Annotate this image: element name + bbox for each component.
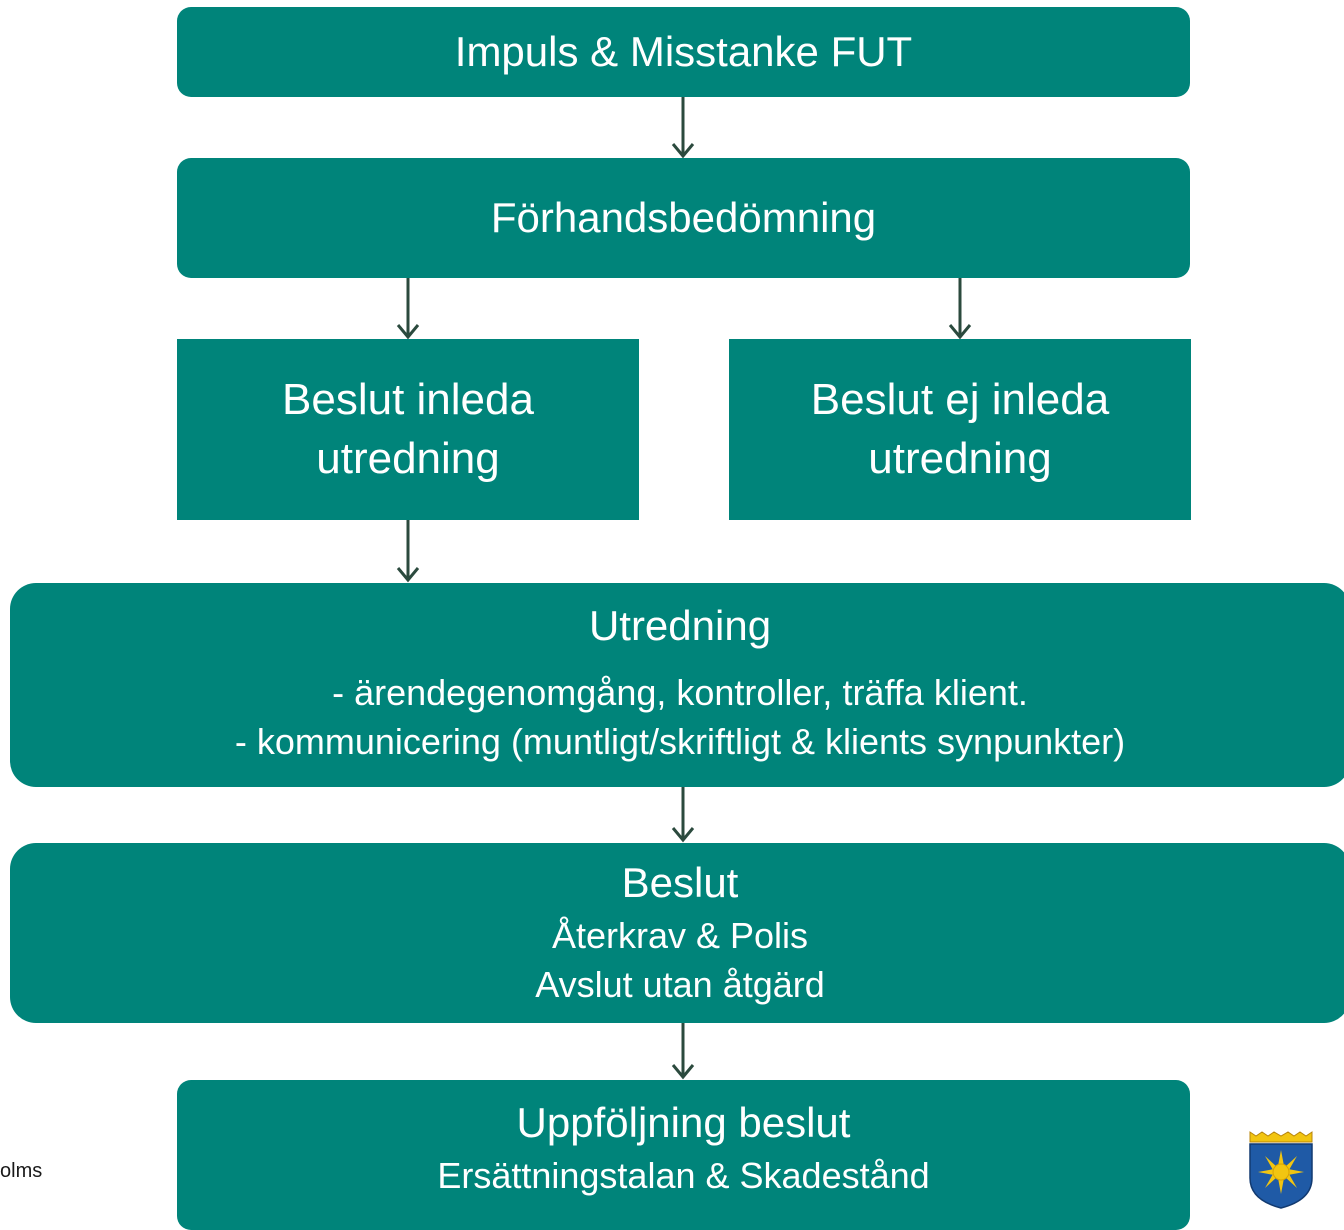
box-beslut-inleda-line2: utredning xyxy=(316,433,500,483)
box-beslut-inleda-line1: Beslut inleda xyxy=(282,375,534,425)
box-beslut-ej-inleda-line1: Beslut ej inleda xyxy=(810,375,1110,425)
box-beslut-line2: Avslut utan åtgärd xyxy=(535,964,825,1006)
box-forhandsbedomning-title: Förhandsbedömning xyxy=(490,193,877,241)
box-utredning: Utredning - ärendegenomgång, kontroller,… xyxy=(10,583,1344,787)
arrow-beslut-to-uppfoljning xyxy=(671,1023,695,1080)
footer-text: olms xyxy=(0,1160,43,1182)
box-impuls: Impuls & Misstanke FUT xyxy=(177,7,1190,97)
box-beslut-title: Beslut xyxy=(621,859,739,907)
box-uppfoljning-title: Uppföljning beslut xyxy=(516,1099,851,1146)
box-utredning-line1: - ärendegenomgång, kontroller, träffa kl… xyxy=(332,671,1028,713)
arrow-forhand-to-ej-inleda xyxy=(948,278,972,340)
box-beslut-ej-inleda-line2: utredning xyxy=(868,433,1052,483)
box-beslut: Beslut Återkrav & Polis Avslut utan åtgä… xyxy=(10,843,1344,1023)
municipal-coat-of-arms-icon xyxy=(1249,1131,1313,1209)
box-impuls-title: Impuls & Misstanke FUT xyxy=(454,27,913,75)
arrow-inleda-to-utredning xyxy=(396,520,420,583)
box-utredning-line2: - kommunicering (muntligt/skriftligt & k… xyxy=(234,721,1126,763)
box-uppfoljning-line1: Ersättningstalan & Skadestånd xyxy=(437,1154,930,1196)
arrow-utredning-to-beslut xyxy=(671,787,695,843)
box-uppfoljning: Uppföljning beslut Ersättningstalan & Sk… xyxy=(177,1080,1190,1230)
box-forhandsbedomning: Förhandsbedömning xyxy=(177,158,1190,278)
arrow-impuls-to-forhand xyxy=(671,97,695,159)
box-beslut-ej-inleda: Beslut ej inleda utredning xyxy=(729,339,1191,520)
box-beslut-inleda: Beslut inleda utredning xyxy=(177,339,639,520)
arrow-forhand-to-inleda xyxy=(396,278,420,340)
box-utredning-title: Utredning xyxy=(588,602,772,649)
box-beslut-line1: Återkrav & Polis xyxy=(551,914,809,956)
